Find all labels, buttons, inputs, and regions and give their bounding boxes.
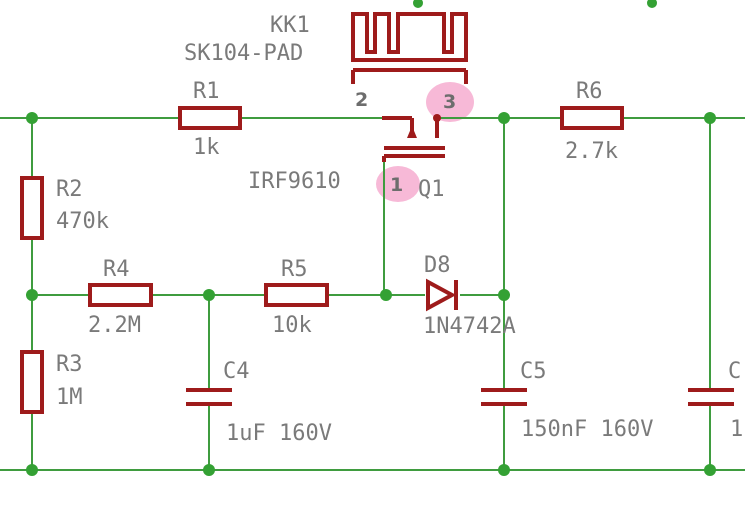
resistor-r5 bbox=[264, 283, 329, 307]
transistor-part-label: IRF9610 bbox=[248, 169, 341, 194]
junction-dot bbox=[26, 464, 38, 476]
r6-value-label: 2.7k bbox=[565, 139, 618, 164]
heatsink-kk1 bbox=[351, 12, 468, 84]
r3-value-label: 1M bbox=[56, 385, 83, 410]
resistor-r4 bbox=[88, 283, 153, 307]
diode-d8 bbox=[426, 278, 458, 312]
c5-value-label: 150nF 160V bbox=[521, 417, 653, 442]
junction-dot bbox=[26, 289, 38, 301]
r5-ref-label: R5 bbox=[281, 257, 308, 282]
resistor-r1 bbox=[178, 106, 242, 130]
junction-dot bbox=[647, 0, 657, 8]
c-partial-value-label: 1 bbox=[730, 417, 743, 442]
junction-dot bbox=[704, 464, 716, 476]
c4-ref-label: C4 bbox=[223, 359, 250, 384]
r1-value-label: 1k bbox=[193, 135, 220, 160]
d8-ref-label: D8 bbox=[424, 253, 451, 278]
r2-ref-label: R2 bbox=[56, 177, 83, 202]
pin-2-label: 2 bbox=[355, 89, 368, 111]
junction-dot bbox=[498, 464, 510, 476]
junctions bbox=[26, 0, 716, 476]
junction-dot bbox=[413, 0, 423, 8]
capacitor-c5 bbox=[481, 388, 527, 406]
junction-dot bbox=[704, 112, 716, 124]
junction-dot bbox=[498, 112, 510, 124]
resistor-r6 bbox=[560, 106, 624, 130]
r2-value-label: 470k bbox=[56, 209, 109, 234]
r1-ref-label: R1 bbox=[193, 79, 220, 104]
capacitor-c4 bbox=[186, 388, 232, 406]
junction-dot bbox=[203, 289, 215, 301]
pin-1-label: 1 bbox=[390, 174, 403, 196]
pin-1-highlight bbox=[376, 166, 420, 202]
r6-ref-label: R6 bbox=[576, 79, 603, 104]
junction-dot bbox=[498, 289, 510, 301]
resistor-r2 bbox=[20, 176, 44, 240]
d8-part-label: 1N4742A bbox=[423, 314, 516, 339]
pin-3-label: 3 bbox=[443, 91, 456, 113]
pin-3-highlight bbox=[426, 82, 474, 122]
heatsink-package-label: SK104-PAD bbox=[184, 41, 303, 66]
transistor-ref-label: Q1 bbox=[418, 177, 445, 202]
c4-value-label: 1uF 160V bbox=[226, 421, 332, 446]
transistor-q1 bbox=[382, 114, 445, 162]
resistor-r3 bbox=[20, 350, 44, 414]
capacitor-c-partial bbox=[688, 388, 734, 406]
r4-ref-label: R4 bbox=[103, 257, 130, 282]
body-diode-arrow bbox=[407, 126, 417, 138]
r4-value-label: 2.2M bbox=[88, 313, 141, 338]
junction-dot bbox=[203, 464, 215, 476]
c-partial-ref-label: C bbox=[728, 359, 741, 384]
heatsink-ref-label: KK1 bbox=[270, 13, 310, 38]
junction-dot bbox=[26, 112, 38, 124]
r3-ref-label: R3 bbox=[56, 352, 83, 377]
junction-dot bbox=[380, 289, 392, 301]
c5-ref-label: C5 bbox=[520, 359, 547, 384]
r5-value-label: 10k bbox=[272, 313, 312, 338]
